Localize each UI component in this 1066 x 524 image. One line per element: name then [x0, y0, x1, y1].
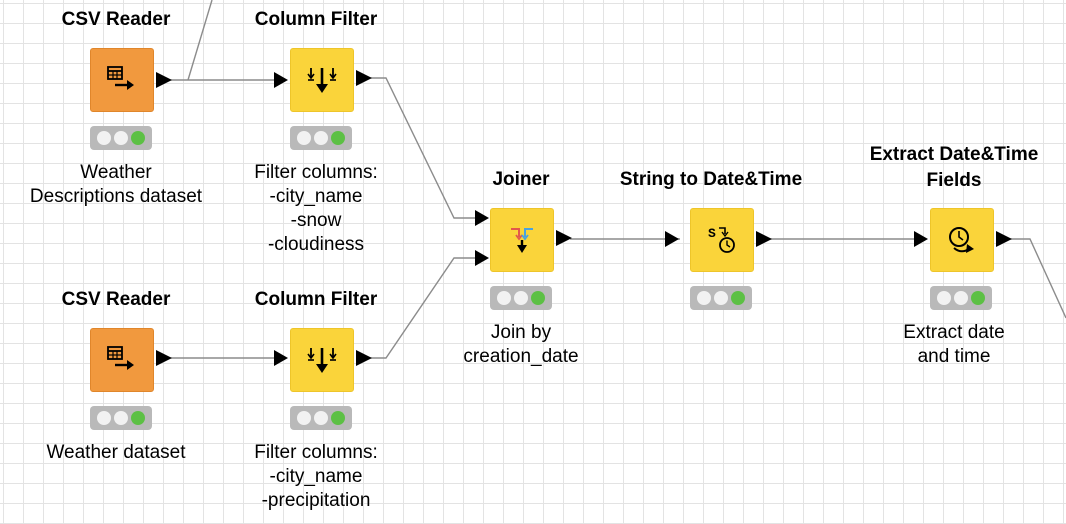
status-light-green	[331, 131, 345, 145]
node-status-indicator	[690, 286, 752, 310]
title-line: Extract Date&Time	[869, 144, 1039, 165]
status-light-off	[497, 291, 511, 305]
status-light-off	[954, 291, 968, 305]
node-status-indicator	[290, 126, 352, 150]
title-line: Fields	[926, 170, 982, 191]
node-title: Column Filter	[254, 289, 378, 310]
desc-line: and time	[917, 346, 991, 367]
output-port[interactable]	[556, 230, 572, 246]
status-light-off	[114, 131, 128, 145]
csv-reader-icon[interactable]	[90, 328, 154, 392]
desc-line: Descriptions dataset	[29, 186, 203, 207]
column-filter-icon[interactable]	[290, 48, 354, 112]
desc-line: -city_name	[269, 466, 363, 487]
status-light-off	[697, 291, 711, 305]
output-port[interactable]	[356, 350, 372, 366]
node-status-indicator	[90, 126, 152, 150]
desc-line: -precipitation	[261, 490, 371, 511]
node-description: Filter columns: -city_name -snow -cloudi…	[196, 161, 436, 257]
desc-line: Weather	[80, 162, 152, 183]
status-light-off	[937, 291, 951, 305]
desc-line: Filter columns:	[254, 162, 378, 183]
desc-line: -city_name	[269, 186, 363, 207]
node-title: CSV Reader	[61, 289, 171, 310]
node-description: Extract date and time	[834, 321, 1066, 369]
output-port[interactable]	[356, 70, 372, 86]
status-light-green	[131, 131, 145, 145]
extract-datetime-icon[interactable]	[930, 208, 994, 272]
output-port[interactable]	[996, 231, 1012, 247]
node-description: Weather Descriptions dataset	[0, 161, 236, 209]
input-port-1	[475, 210, 489, 226]
node-status-indicator	[90, 406, 152, 430]
status-light-off	[514, 291, 528, 305]
desc-line: Weather dataset	[46, 442, 186, 463]
node-status-indicator	[490, 286, 552, 310]
output-port[interactable]	[756, 231, 772, 247]
node-title: CSV Reader	[61, 9, 171, 30]
input-port	[665, 231, 679, 247]
status-light-off	[314, 131, 328, 145]
input-port	[914, 231, 928, 247]
desc-line: -snow	[290, 210, 342, 231]
string-to-datetime-icon[interactable]: S	[690, 208, 754, 272]
status-light-green	[971, 291, 985, 305]
node-description: Filter columns: -city_name -precipitatio…	[196, 441, 436, 513]
node-title: String to Date&Time	[619, 169, 803, 190]
status-light-green	[331, 411, 345, 425]
node-status-indicator	[290, 406, 352, 430]
node-description: Join by creation_date	[401, 321, 641, 369]
status-light-off	[714, 291, 728, 305]
status-light-off	[297, 411, 311, 425]
status-light-off	[97, 411, 111, 425]
desc-line: Extract date	[903, 322, 1005, 343]
desc-line: Filter columns:	[254, 442, 378, 463]
csv-reader-icon[interactable]	[90, 48, 154, 112]
status-light-off	[97, 131, 111, 145]
output-port[interactable]	[156, 350, 172, 366]
svg-text:S: S	[708, 226, 716, 241]
status-light-off	[114, 411, 128, 425]
desc-line: -cloudiness	[267, 234, 365, 255]
edge-extract-to-offscreen	[1010, 238, 1066, 319]
input-port	[274, 350, 288, 366]
node-title: Column Filter	[254, 9, 378, 30]
status-light-green	[731, 291, 745, 305]
node-status-indicator	[930, 286, 992, 310]
column-filter-icon[interactable]	[290, 328, 354, 392]
node-title: Extract Date&Time Fields	[834, 142, 1066, 194]
status-light-off	[314, 411, 328, 425]
desc-line: Join by	[490, 322, 552, 343]
node-title: Joiner	[492, 169, 550, 190]
joiner-icon[interactable]	[490, 208, 554, 272]
node-description: Weather dataset	[0, 441, 236, 465]
desc-line: creation_date	[463, 346, 579, 367]
output-port[interactable]	[156, 72, 172, 88]
input-port-2	[475, 250, 489, 266]
status-light-green	[531, 291, 545, 305]
status-light-off	[297, 131, 311, 145]
status-light-green	[131, 411, 145, 425]
input-port	[274, 72, 288, 88]
